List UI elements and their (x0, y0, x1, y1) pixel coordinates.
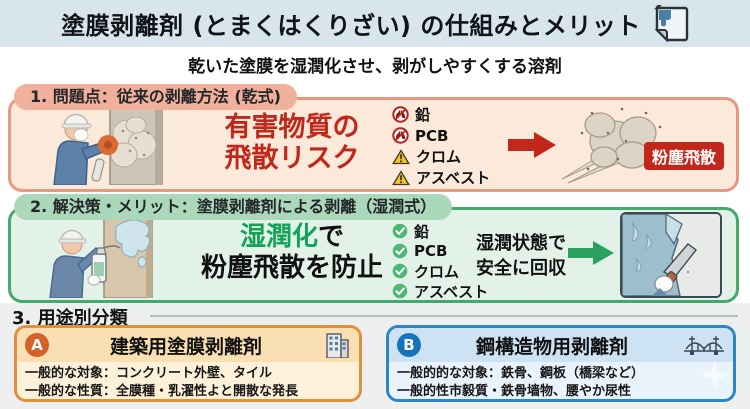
hazard-row: アスベスト (392, 167, 490, 188)
note-line2: 安全に回収 (476, 258, 566, 279)
usage-box-building: A 建築用塗膜剥離剤 一般的な対象：コンクリート外壁、タイル 一般的な性質：全膜… (14, 325, 362, 402)
title-bar: 塗膜剥離剤 (とまくはくりざい) の仕組みとメリット (0, 0, 750, 47)
usage-box-b-header: B 鋼構造物用剥離剤 (389, 328, 733, 362)
lungs-prohibition-icon (392, 106, 409, 123)
subtitle-band: 乾いた塗膜を湿潤化させ、剥がしやすくする溶剤 (0, 47, 750, 82)
peeling-paint-icon (653, 4, 689, 43)
hazard-label: 鉛 (415, 106, 431, 124)
check-row: クロム (392, 261, 488, 281)
usage-box-a-body: 一般的な対象：コンクリート外壁、タイル 一般的な性質：全膜種・乳濯性よと開散な発… (17, 362, 359, 399)
green-arrow-icon (568, 240, 614, 266)
worker-grinding-illustration (24, 103, 176, 185)
badge-b: B (397, 333, 421, 357)
section2-header: 2. 解決策・メリット：塗膜剥離剤による剥離（湿潤式） (14, 194, 453, 220)
check-circle-icon (392, 283, 408, 299)
hazard-row: PCB (392, 125, 490, 146)
usage-box-a-title: 建築用塗膜剥離剤 (109, 335, 262, 358)
hazard-row: クロム (392, 146, 490, 167)
check-row: PCB (392, 241, 488, 261)
warning-triangle-icon (392, 169, 410, 186)
usage-box-b-body: 一般的的な対象：鉄骨、鋼板（橋梁など） 一般的性市毅質・鉄骨墙物、腰やか尿性 (389, 362, 733, 399)
headline1-line2: 飛散リスク (224, 143, 360, 174)
wet-recovery-note: 湿潤状態で 安全に回収 (466, 231, 576, 281)
check-label: クロム (414, 262, 460, 281)
red-arrow-icon (508, 131, 556, 159)
usage-box-a-line2: 一般的な性質：全膜種・乳濯性よと開散な発長 (25, 384, 299, 399)
badge-a: A (25, 333, 49, 357)
usage-box-b-line1: 一般的的な対象：鉄骨、鋼板（橋梁など） (397, 366, 645, 381)
subtitle: 乾いた塗膜を湿潤化させ、剥がしやすくする溶剤 (188, 57, 562, 77)
peeling-film-illustration (620, 212, 722, 298)
section1-header: 1. 問題点：従来の剥離方法 (乾式) (14, 84, 297, 110)
check-row: アスベスト (392, 281, 488, 301)
section3-divider (150, 315, 738, 317)
headline1-line1: 有害物質の (224, 112, 360, 143)
check-label: アスベスト (414, 282, 489, 301)
section1-headline: 有害物質の 飛散リスク (183, 112, 401, 174)
hazard-label: アスベスト (416, 169, 491, 187)
usage-box-b-line2: 一般的性市毅質・鉄骨墙物、腰やか尿性 (397, 384, 632, 399)
headline2-line2: 粉塵飛散を防止 (200, 253, 383, 283)
hazard-row: 鉛 (392, 104, 490, 125)
check-circle-icon (392, 223, 408, 239)
worker-spraying-illustration (24, 214, 176, 298)
hazard-label: PCB (415, 126, 449, 145)
usage-box-b-title: 鋼構造物用剥離剤 (475, 335, 628, 358)
check-label: 鉛 (414, 222, 430, 241)
check-label: PCB (414, 242, 448, 260)
check-list: 鉛 PCB クロム アスベスト (392, 221, 488, 301)
check-row: 鉛 (392, 221, 488, 241)
hazard-label: クロム (416, 148, 462, 166)
usage-box-steel: B 鋼構造物用剥離剤 一般的的な対象：鉄骨、鋼板（橋梁など） (386, 325, 736, 402)
note-line1: 湿潤状態で (476, 233, 566, 254)
section3-header: 3. 用途別分類 (12, 308, 128, 329)
check-circle-icon (392, 263, 408, 279)
warning-triangle-icon (392, 148, 410, 165)
usage-box-a-header: A 建築用塗膜剥離剤 (17, 328, 359, 362)
usage-box-a-line1: 一般的な対象：コンクリート外壁、タイル (25, 366, 273, 381)
check-circle-icon (392, 243, 408, 259)
headline2-accent: 湿潤化 (239, 222, 318, 252)
headline2-suffix: で (318, 222, 345, 252)
headline2-line1: 湿潤化で (178, 222, 406, 253)
building-icon (323, 332, 351, 358)
hazard-list: 鉛 PCB クロム (392, 104, 490, 188)
lungs-prohibition-icon (392, 127, 409, 144)
dust-cloud-illustration (552, 99, 674, 185)
bridge-icon (683, 333, 725, 357)
page-title: 塗膜剥離剤 (とまくはくりざい) の仕組みとメリット (61, 12, 641, 40)
section2-headline: 湿潤化で 粉塵飛散を防止 (178, 222, 406, 284)
dust-scatter-badge: 粉塵飛散 (644, 142, 725, 170)
